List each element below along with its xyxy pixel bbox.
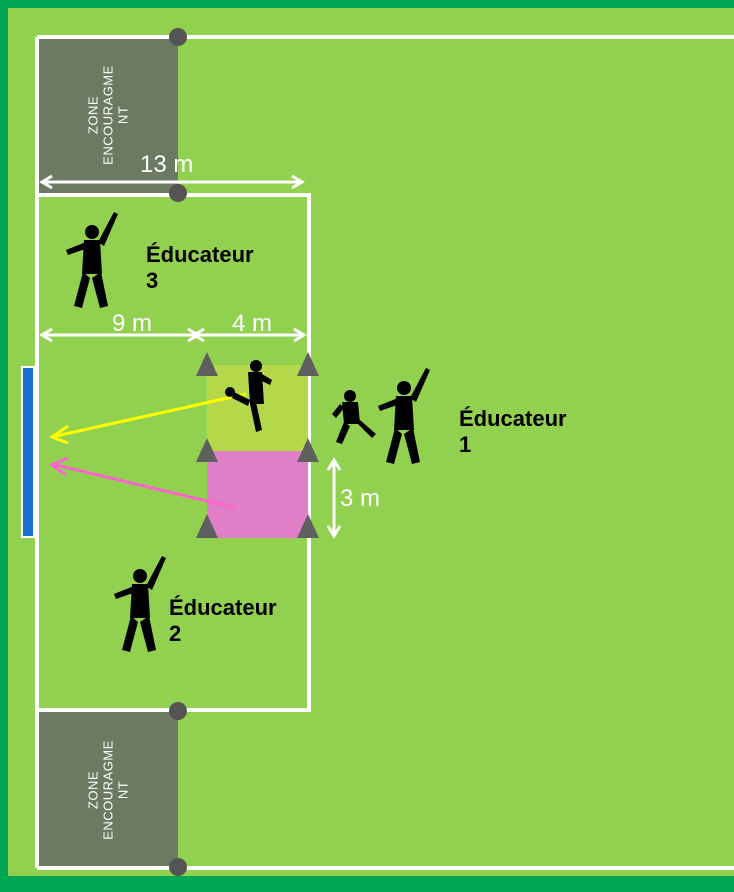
posts — [169, 28, 187, 876]
coach-3-number: 3 — [146, 268, 159, 293]
zone-bottom-label: ZONE ENCOURAGME NT — [85, 740, 130, 840]
cone-icon — [297, 352, 319, 376]
zone-bottom — [37, 712, 178, 868]
shot-arrows — [48, 392, 247, 510]
coach-2-name: Éducateur — [169, 595, 277, 620]
coach-1-label: Éducateur 1 — [459, 406, 567, 458]
cone-icon — [196, 514, 218, 538]
coach-2-label: Éducateur 2 — [169, 595, 277, 647]
dim-left-part: 9 m — [112, 310, 153, 337]
post-icon — [169, 28, 187, 46]
post-icon — [169, 184, 187, 202]
coach-1-number: 1 — [459, 432, 472, 457]
dim-total-width: 13 m — [140, 151, 194, 178]
pink-box — [207, 451, 308, 538]
post-icon — [169, 858, 187, 876]
cone-icon — [196, 352, 218, 376]
cone-icon — [196, 438, 218, 462]
dim-box-height: 3 m — [340, 485, 381, 512]
goal — [23, 368, 33, 536]
zone-top — [37, 37, 178, 193]
coach-3-name: Éducateur — [146, 242, 254, 267]
zone-top-label: ZONE ENCOURAGME NT — [85, 65, 130, 165]
dim-right-part: 4 m — [232, 310, 273, 337]
cones — [196, 352, 319, 538]
cone-icon — [297, 514, 319, 538]
kicker-silhouette-icon — [225, 360, 272, 432]
dimension-lines — [39, 174, 342, 539]
coach-2-number: 2 — [169, 621, 182, 646]
coach-3-label: Éducateur 3 — [146, 242, 254, 294]
waiting-player-silhouette-icon — [332, 390, 376, 444]
zone-bottom-label-wrap: ZONE ENCOURAGME NT — [30, 720, 186, 861]
coach-1-name: Éducateur — [459, 406, 567, 431]
post-icon — [169, 702, 187, 720]
cone-icon — [297, 438, 319, 462]
